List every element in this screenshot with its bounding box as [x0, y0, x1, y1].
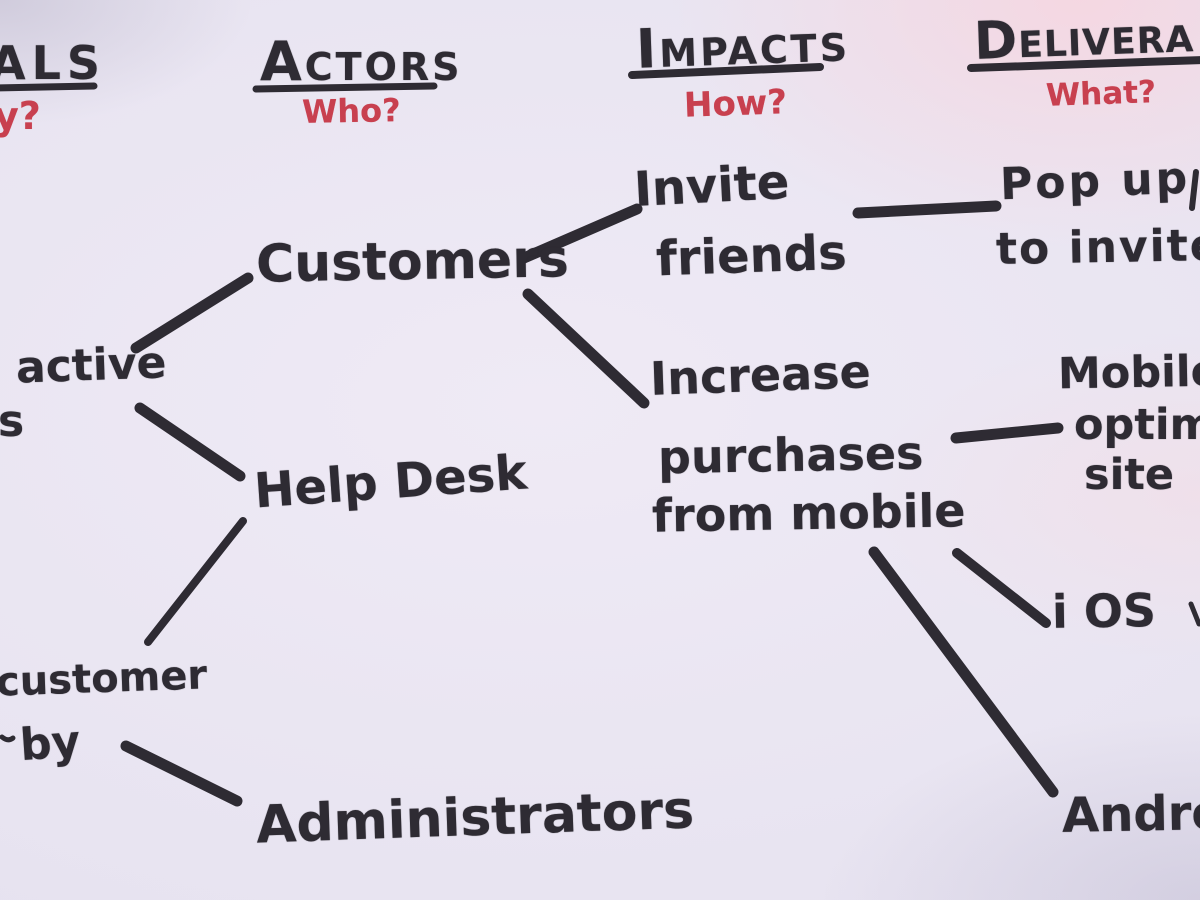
- actors-question: Who?: [301, 91, 401, 131]
- deliverables-header: Delivera: [973, 4, 1196, 72]
- goal-active-users-line1: active: [15, 337, 168, 394]
- deliverable-android: Android: [1061, 784, 1200, 844]
- impact-increase-purchases-line1: Increase: [649, 344, 872, 406]
- deliverable-ios: i OS: [1051, 583, 1157, 639]
- connector-increase-ios: [952, 548, 1051, 628]
- connector-invite-popup: [852, 200, 1002, 219]
- impact-increase-purchases-line3: from mobile: [651, 483, 966, 543]
- connector-customers-increase: [522, 288, 650, 409]
- actor-help-desk: Help Desk: [252, 444, 529, 520]
- connector-increase-android: [868, 546, 1059, 798]
- deliverables-question: What?: [1045, 74, 1157, 114]
- actors-header: Actors: [260, 30, 463, 93]
- deliverable-mobile-site-line2: optim: [1074, 400, 1200, 450]
- deliverable-mobile-site-line3: site: [1084, 450, 1175, 500]
- impacts-question: How?: [683, 82, 788, 126]
- ink-fragment-ios: [1188, 601, 1200, 627]
- connector-goal2-administrators: [120, 740, 243, 807]
- goal-active-users-line2: s: [0, 396, 25, 447]
- impacts-header: Impacts: [634, 10, 851, 81]
- connector-increase-mobilesite: [950, 422, 1064, 444]
- connector-goal1-helpdesk: [134, 402, 246, 482]
- ink-fragment-popup: [1189, 169, 1199, 211]
- goal-customer-metric-line1: customer: [0, 652, 208, 706]
- connector-goal2-helpdesk: [144, 517, 247, 646]
- ink-fragment-goal2: [0, 734, 16, 743]
- goal-customer-metric-line2: by: [18, 715, 82, 772]
- goals-header: ALS: [0, 36, 107, 90]
- deliverable-popup-line1: Pop up: [999, 152, 1191, 211]
- impact-invite-friends-line2: friends: [655, 224, 848, 288]
- goals-question: y?: [0, 94, 41, 138]
- deliverable-mobile-site-line1: Mobile: [1057, 346, 1200, 400]
- deliverable-popup-line2: to invite: [995, 220, 1200, 275]
- actor-customers: Customers: [255, 229, 570, 295]
- impact-increase-purchases-line2: purchases: [657, 425, 924, 485]
- actor-administrators: Administrators: [255, 780, 695, 856]
- impact-invite-friends-line1: Invite: [632, 153, 791, 219]
